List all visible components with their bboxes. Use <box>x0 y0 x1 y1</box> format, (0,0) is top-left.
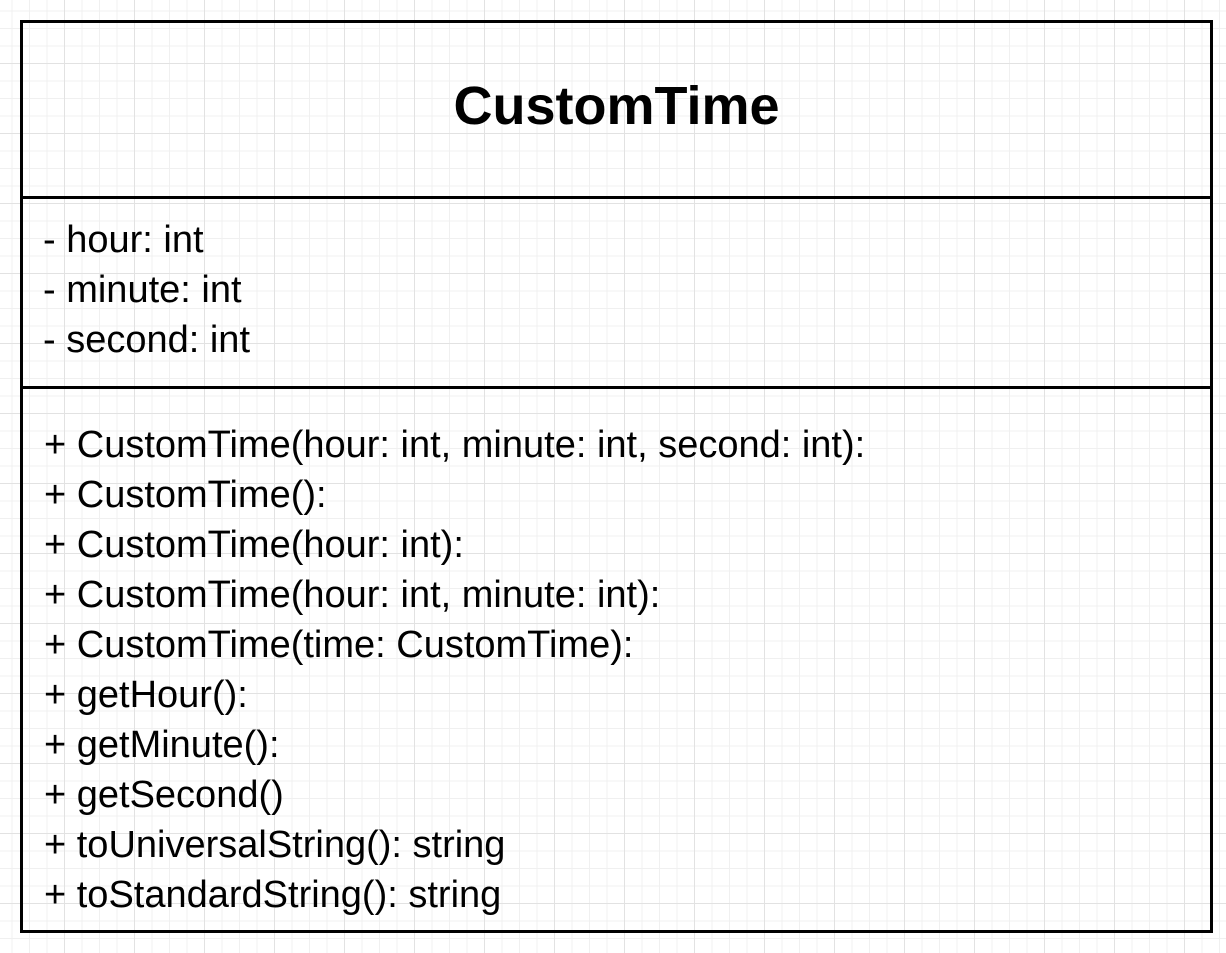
operation-constructor-hour: + CustomTime(hour: int): <box>44 524 464 566</box>
operation-constructor-hour-minute: + CustomTime(hour: int, minute: int): <box>44 574 661 616</box>
operations-compartment: + CustomTime(hour: int, minute: int, sec… <box>23 389 1210 929</box>
operation-constructor-copy: + CustomTime(time: CustomTime): <box>44 624 634 666</box>
operation-get-hour: + getHour(): <box>44 674 248 716</box>
operation-constructor-default: + CustomTime(): <box>44 474 327 516</box>
operation-get-minute: + getMinute(): <box>44 724 280 766</box>
class-header: CustomTime <box>23 23 1210 199</box>
attributes-compartment: - hour: int - minute: int - second: int <box>23 199 1210 389</box>
attribute-second: - second: int <box>43 319 250 361</box>
uml-class-box[interactable]: CustomTime - hour: int - minute: int - s… <box>20 20 1213 933</box>
operation-to-standard-string: + toStandardString(): string <box>44 874 502 916</box>
operation-get-second: + getSecond() <box>44 774 284 816</box>
operation-constructor-full: + CustomTime(hour: int, minute: int, sec… <box>44 424 866 466</box>
attribute-minute: - minute: int <box>43 269 242 311</box>
operation-to-universal-string: + toUniversalString(): string <box>44 824 506 866</box>
attribute-hour: - hour: int <box>43 219 204 261</box>
class-name: CustomTime <box>453 75 780 136</box>
